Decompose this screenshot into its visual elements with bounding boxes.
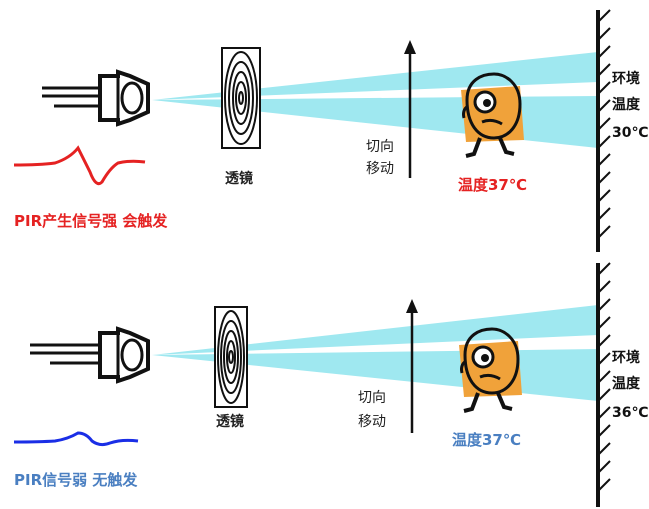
move-label-line1: 切向	[358, 390, 386, 406]
env-label-line1: 环境	[612, 71, 640, 87]
upper-beam	[152, 305, 598, 355]
weak-signal-wave	[13, 431, 139, 447]
upper-beam	[152, 52, 598, 100]
env-label-line2: 温度	[612, 376, 640, 392]
upward-arrow-icon	[406, 299, 418, 433]
env-temp-value: 36℃	[612, 405, 649, 421]
body-temp-label: 温度37℃	[458, 176, 528, 194]
scene-weak-art	[13, 262, 611, 507]
body-temp-label: 温度37℃	[452, 431, 522, 449]
strong-signal-wave	[13, 145, 146, 186]
signal-label: PIR信号弱 无触发	[14, 471, 138, 489]
lens-label: 透镜	[216, 414, 244, 430]
scene-strong-art	[13, 9, 611, 252]
env-label-line1: 环境	[612, 350, 640, 366]
env-label-line2: 温度	[612, 97, 640, 113]
person-icon	[461, 72, 524, 158]
env-temp-value: 30℃	[612, 125, 649, 141]
move-label-line1: 切向	[366, 139, 394, 155]
fresnel-lens-icon	[221, 47, 261, 149]
scene-strong-signal: 透镜 切向 移动 温度37℃ 环境 温度 30℃ PIR产生信号强 会触发	[0, 0, 649, 254]
move-label-line2: 移动	[366, 161, 394, 177]
wall-icon	[596, 262, 611, 507]
fresnel-lens-icon	[214, 306, 248, 408]
scene-weak-signal: 透镜 切向 移动 温度37℃ 环境 温度 36℃ PIR信号弱 无触发	[0, 255, 649, 509]
lens-label: 透镜	[225, 171, 253, 187]
pir-sensor-icon	[30, 326, 150, 384]
wall-icon	[596, 9, 611, 252]
move-label-line2: 移动	[358, 414, 386, 430]
person-icon	[459, 327, 522, 413]
pir-sensor-icon	[42, 69, 150, 127]
signal-label: PIR产生信号强 会触发	[14, 212, 168, 230]
upward-arrow-icon	[404, 40, 416, 178]
